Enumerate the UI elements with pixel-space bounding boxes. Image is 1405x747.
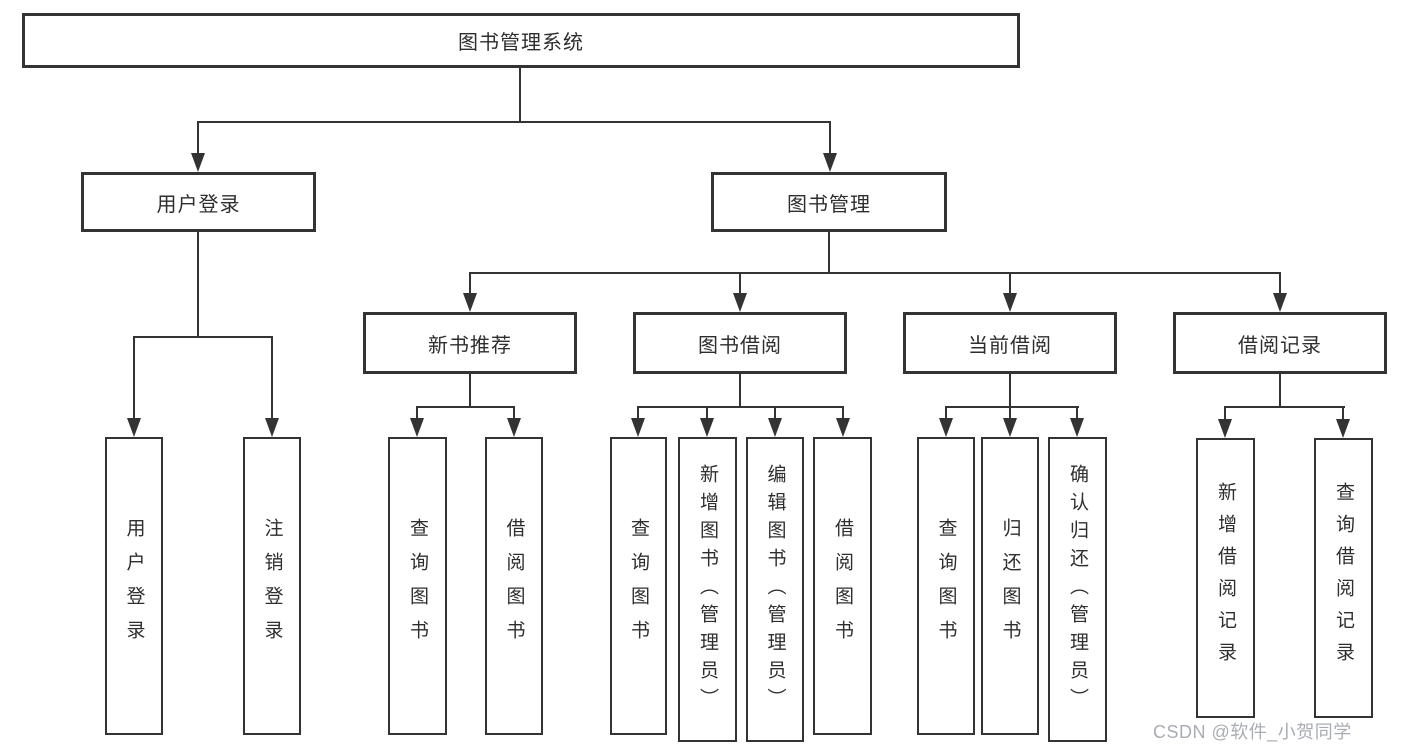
node-book-management-label: 图书管理 — [787, 193, 871, 216]
connector-trunk — [469, 374, 471, 408]
node-user-login: 用户登录 — [81, 172, 316, 232]
connector-split — [416, 406, 515, 408]
node-new-book-recommend: 新书推荐 — [363, 312, 577, 374]
connector-split — [637, 406, 844, 408]
arrow-down-icon — [1273, 293, 1287, 312]
connector-drop — [842, 406, 844, 421]
node-query-books-current: 查询图书 — [917, 437, 975, 735]
leaf-label: 查询图书 — [628, 518, 649, 654]
connector-drop — [706, 406, 708, 421]
node-user-login-label: 用户登录 — [156, 193, 241, 216]
connector-trunk — [739, 374, 741, 408]
connector-drop — [774, 406, 776, 421]
connector-drop — [1009, 272, 1011, 296]
connector-book-mgmt-split — [469, 272, 1281, 274]
leaf-label: 查询图书 — [935, 518, 957, 654]
connector-split — [1224, 406, 1345, 408]
connector-drop-user-login — [197, 121, 199, 157]
connector-user-login-trunk — [197, 232, 199, 338]
node-query-borrow-record: 查询借阅记录 — [1314, 438, 1373, 718]
leaf-label: 查询借阅记录 — [1333, 482, 1354, 674]
connector-drop — [271, 336, 273, 420]
node-edit-book-admin: 编辑图书（管理员） — [746, 437, 804, 742]
leaf-label: 查询图书 — [407, 518, 428, 654]
connector-drop — [1009, 406, 1011, 421]
leaf-label: 新增图书（管理员） — [697, 463, 718, 716]
node-new-book-recommend-label: 新书推荐 — [428, 334, 512, 357]
node-root: 图书管理系统 — [22, 13, 1020, 68]
arrow-down-icon — [507, 418, 521, 437]
connector-drop — [1224, 406, 1226, 422]
arrow-down-icon — [1218, 419, 1232, 438]
connector-drop — [1279, 272, 1281, 296]
arrow-down-icon — [939, 418, 953, 437]
connector-drop-book-mgmt — [829, 121, 831, 157]
arrow-down-icon — [1070, 418, 1084, 437]
connector-drop — [1076, 406, 1078, 421]
node-add-book-admin: 新增图书（管理员） — [678, 437, 737, 742]
node-borrow-books-action: 借阅图书 — [813, 437, 872, 735]
connector-root-split — [197, 121, 831, 123]
connector-drop — [945, 406, 947, 421]
arrow-down-icon — [463, 293, 477, 312]
leaf-label: 借阅图书 — [503, 518, 525, 654]
node-current-borrow-label: 当前借阅 — [968, 334, 1052, 357]
connector-drop — [469, 272, 471, 296]
node-return-book: 归还图书 — [981, 437, 1039, 735]
arrow-down-icon — [836, 418, 850, 437]
node-logout: 注销登录 — [243, 437, 301, 735]
node-confirm-return-admin: 确认归还（管理员） — [1048, 437, 1107, 742]
node-book-borrow: 图书借阅 — [633, 312, 847, 374]
leaf-label: 确认归还（管理员） — [1067, 463, 1088, 716]
node-root-label: 图书管理系统 — [458, 32, 584, 54]
connector-drop — [637, 406, 639, 421]
node-borrow-records-label: 借阅记录 — [1238, 334, 1322, 357]
connector-drop — [133, 336, 135, 420]
arrow-down-icon — [191, 153, 205, 172]
node-book-management: 图书管理 — [711, 172, 947, 232]
connector-root-trunk — [519, 68, 521, 123]
leaf-label: 借阅图书 — [832, 518, 853, 654]
arrow-down-icon — [1003, 293, 1017, 312]
connector-drop — [416, 406, 418, 421]
arrow-down-icon — [768, 418, 782, 437]
connector-user-login-split — [133, 336, 273, 338]
node-add-borrow-record: 新增借阅记录 — [1196, 438, 1255, 718]
node-query-books-recommend: 查询图书 — [388, 437, 447, 735]
csdn-watermark: CSDN @软件_小贺同学 — [1153, 722, 1352, 742]
connector-trunk — [1009, 374, 1011, 408]
leaf-label: 编辑图书（管理员） — [764, 463, 786, 716]
connector-split — [945, 406, 1079, 408]
connector-drop — [1342, 406, 1344, 422]
node-current-borrow: 当前借阅 — [903, 312, 1117, 374]
connector-drop — [739, 272, 741, 296]
arrow-down-icon — [410, 418, 424, 437]
connector-drop — [513, 406, 515, 421]
connector-book-mgmt-trunk — [828, 232, 830, 274]
arrow-down-icon — [733, 293, 747, 312]
arrow-down-icon — [631, 418, 645, 437]
node-book-borrow-label: 图书借阅 — [698, 334, 782, 357]
arrow-down-icon — [265, 418, 279, 437]
arrow-down-icon — [127, 418, 141, 437]
leaf-label: 注销登录 — [261, 518, 283, 654]
connector-trunk — [1279, 374, 1281, 408]
node-query-books-borrow: 查询图书 — [610, 437, 667, 735]
arrow-down-icon — [1003, 418, 1017, 437]
leaf-label: 归还图书 — [999, 518, 1021, 654]
arrow-down-icon — [823, 153, 837, 172]
arrow-down-icon — [700, 418, 714, 437]
arrow-down-icon — [1336, 419, 1350, 438]
leaf-label: 用户登录 — [123, 518, 145, 654]
node-user-login-action: 用户登录 — [105, 437, 163, 735]
node-borrow-records: 借阅记录 — [1173, 312, 1387, 374]
leaf-label: 新增借阅记录 — [1215, 482, 1236, 674]
node-borrow-books-recommend: 借阅图书 — [485, 437, 543, 735]
